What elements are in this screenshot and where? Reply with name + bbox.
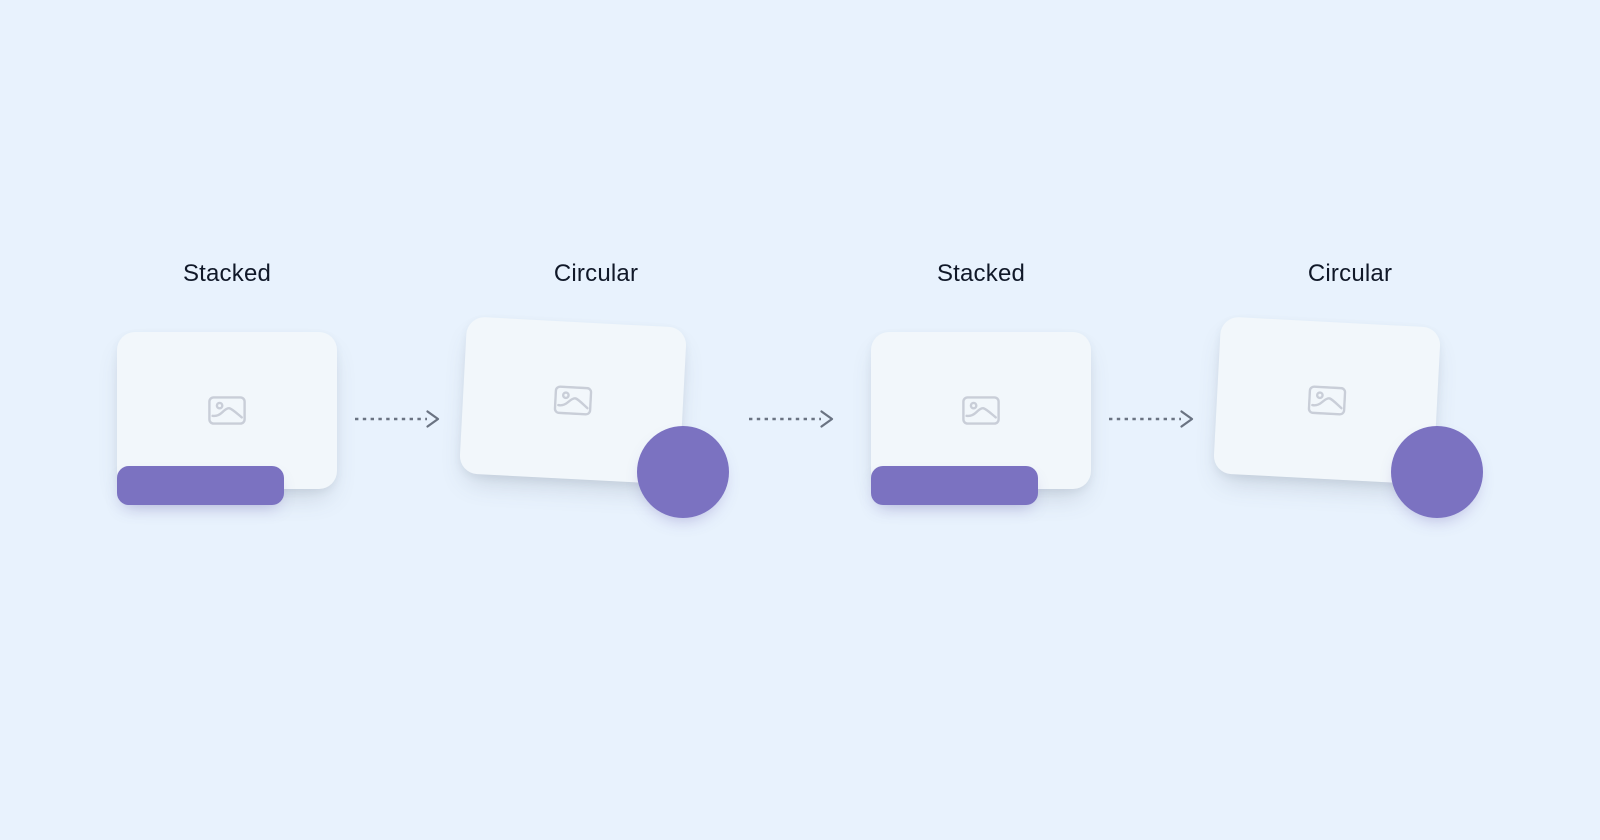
dashed-arrow-icon — [749, 410, 834, 428]
step-label-circular-2: Circular — [1307, 260, 1393, 287]
step-label-stacked-2: Stacked — [936, 260, 1026, 287]
image-card-stacked-2 — [871, 332, 1091, 489]
image-placeholder-icon — [208, 396, 246, 425]
flow-arrow-2 — [748, 407, 836, 431]
image-placeholder-icon — [553, 385, 593, 416]
image-placeholder-icon — [1307, 385, 1347, 416]
stacked-accent-bar — [117, 466, 284, 505]
dashed-arrow-icon — [1109, 410, 1194, 428]
circular-accent-dot — [1391, 426, 1483, 518]
dashed-arrow-icon — [355, 410, 440, 428]
flow-arrow-1 — [354, 407, 442, 431]
step-label-circular-1: Circular — [553, 260, 639, 287]
image-card-circular-1 — [459, 316, 687, 485]
image-card-stacked-1 — [117, 332, 337, 489]
circular-accent-dot — [637, 426, 729, 518]
image-placeholder-icon — [962, 396, 1000, 425]
flow-arrow-3 — [1108, 407, 1196, 431]
image-card-circular-2 — [1213, 316, 1441, 485]
step-label-stacked-1: Stacked — [182, 260, 272, 287]
stacked-accent-bar — [871, 466, 1038, 505]
